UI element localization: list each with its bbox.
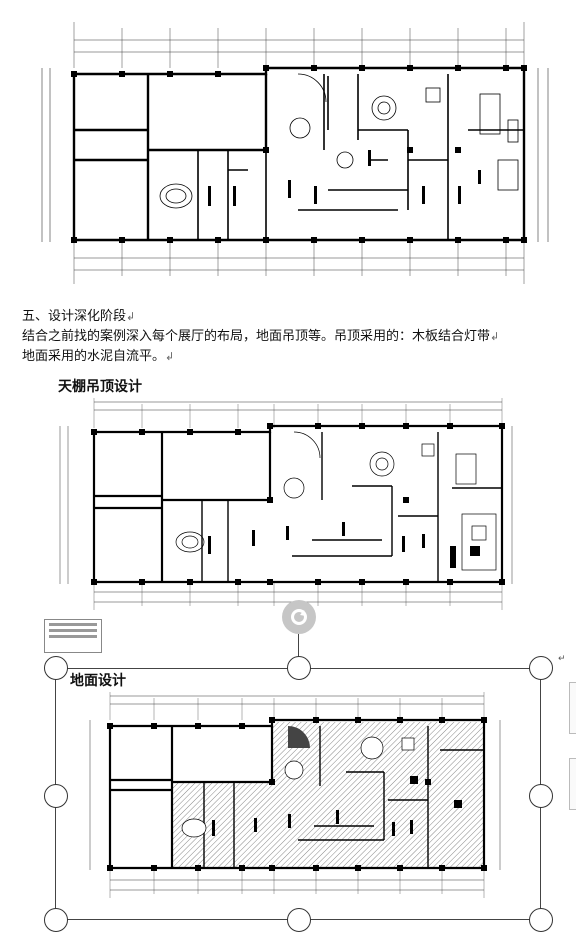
section-line-2-text: 地面采用的水泥自流平。 [22,349,166,364]
rotate-handle[interactable] [282,600,316,634]
resize-handle-top-right[interactable] [529,656,553,680]
section-heading-text: 五、设计深化阶段 [22,309,127,324]
layout-options-tab[interactable] [569,758,576,810]
floor-plan-top [28,10,556,292]
layout-options-tab[interactable] [569,682,576,734]
resize-handle-bottom-left[interactable] [44,908,68,932]
paragraph-mark-icon: ↲ [126,310,136,323]
ceiling-figure-title: 天棚吊顶设计 [58,378,142,394]
section-line-1-text: 结合之前找的案例深入每个展厅的布局，地面吊顶等。吊顶采用的：木板结合灯带 [22,329,491,344]
legend-row [49,629,97,632]
section-heading: 五、设计深化阶段↲ [22,307,135,326]
rotate-connector [298,634,299,668]
section-line-2: 地面采用的水泥自流平。↲ [22,347,174,366]
ceiling-plan-drawing [59,398,513,610]
ceiling-plan[interactable] [42,396,518,622]
anchor-mark-icon: ↵ [558,654,566,664]
paragraph-mark-icon: ↲ [490,330,500,343]
resize-handle-middle-right[interactable] [529,784,553,808]
paragraph-mark-icon: ↲ [165,350,175,363]
resize-handle-bottom-right[interactable] [529,908,553,932]
floor-plan-drawing [89,692,501,898]
rotate-icon [291,609,307,625]
resize-handle-top-left[interactable] [44,656,68,680]
floor-plan-top-drawing [41,22,549,284]
floor-plan[interactable] [84,690,524,912]
resize-handle-bottom-center[interactable] [287,908,311,932]
section-line-1: 结合之前找的案例深入每个展厅的布局，地面吊顶等。吊顶采用的：木板结合灯带↲ [22,327,499,346]
resize-handle-top-center[interactable] [287,656,311,680]
legend-row [49,635,97,638]
drawing-legend [44,619,102,653]
resize-handle-middle-left[interactable] [44,784,68,808]
legend-row [49,623,97,626]
floor-figure-title: 地面设计 [70,672,126,688]
